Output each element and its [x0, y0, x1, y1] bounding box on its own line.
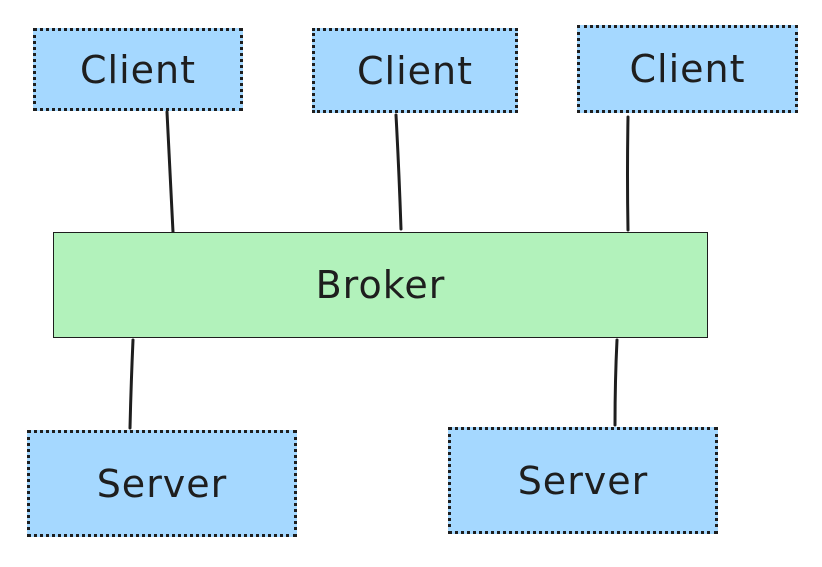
connector-client-3-broker	[626, 115, 630, 232]
client-node[interactable]: Client	[577, 25, 798, 113]
server-node[interactable]: Server	[448, 427, 718, 534]
connector-client-2-broker	[394, 113, 403, 231]
server-node[interactable]: Server	[27, 430, 297, 537]
broker-label: Broker	[315, 263, 446, 307]
client-label: Client	[629, 47, 746, 91]
server-label: Server	[96, 461, 228, 506]
client-node[interactable]: Client	[33, 28, 243, 111]
client-label: Client	[79, 47, 196, 92]
connector-broker-server-1	[128, 338, 135, 430]
server-label: Server	[517, 458, 649, 503]
client-label: Client	[356, 48, 473, 93]
client-node[interactable]: Client	[312, 28, 518, 113]
broker-node[interactable]: Broker	[53, 232, 708, 338]
connector-client-1-broker	[165, 110, 175, 234]
connector-broker-server-2	[613, 338, 619, 427]
